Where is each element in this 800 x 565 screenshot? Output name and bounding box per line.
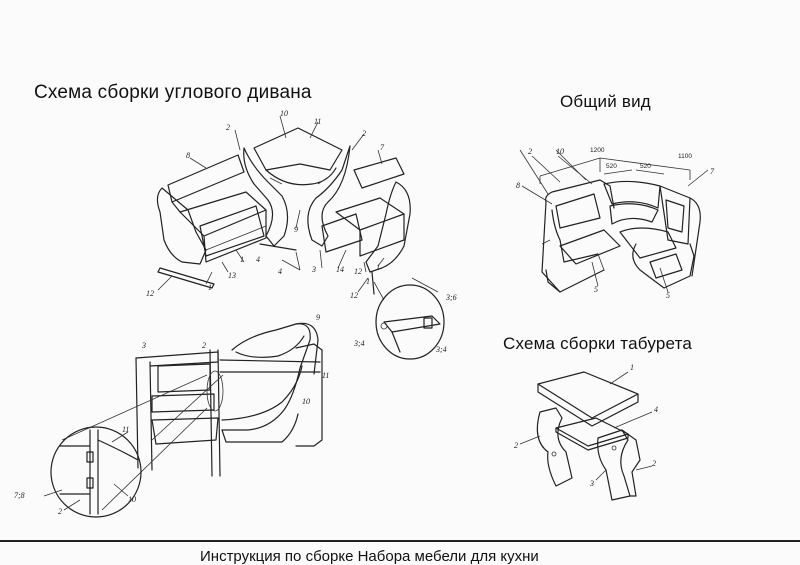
dimension-label: 1200 [590,147,605,154]
callout: 2 [652,459,656,468]
corner-sofa-outline [541,179,701,293]
page-footer-text: Инструкция по сборке Набора мебели для к… [200,548,539,565]
callout: 13 [228,271,236,280]
callout: 3 [311,265,316,274]
callout: 4 [256,255,260,264]
callout: 3;4 [435,345,447,354]
callout: 12 [354,267,362,276]
callout: 11 [322,371,329,380]
callout: 5 [594,285,598,294]
general-leaders [521,155,709,293]
stool-labels: 1 4 2 2 3 [514,363,658,488]
right-backrest-panel [353,157,405,189]
stool-seat-top [537,371,639,419]
callout: 2 [226,123,230,132]
callout: 1 [630,363,634,372]
bottom-slats [157,243,375,295]
stool-right-leg [597,429,631,501]
dimension-label: 1100 [678,153,692,160]
callout: 7;8 [14,491,25,500]
connector-detail-inset [373,277,445,360]
center-corner-back [253,127,343,186]
callout: 8 [186,151,190,160]
left-seat-box [179,191,267,263]
assembly-detail-labels: 3 2 9 11 10 11 7;8 2 10 [14,313,329,516]
sofa-exploded-diagram [156,115,411,295]
general-view-labels: 1200 1100 520 520 2 10 8 7 5 5 [516,147,715,300]
callout: 3;6 [445,293,457,302]
callout: 3;4 [353,339,365,348]
callout: 14 [336,265,344,274]
callout: 1 [376,263,380,272]
right-front-panel [321,213,363,253]
stool-left-leg [536,407,573,487]
dimension-label: 520 [606,163,617,170]
dimension-lines [519,149,691,195]
callout: 3 [589,479,594,488]
callout: 2 [514,441,518,450]
callout: 10 [302,397,310,406]
callout: 12 [146,289,154,298]
right-seat-box [335,197,405,257]
callout: 8 [516,181,520,190]
callout: 9 [294,225,298,234]
left-backrest-panel [167,154,245,213]
callout: 11 [122,425,129,434]
callout: 2 [362,129,366,138]
center-right-leg [307,145,351,247]
callout: 11 [314,117,321,126]
callout: 1 [208,283,212,292]
callout: 10 [280,109,288,118]
left-front-panel [199,205,265,257]
callout: 7 [710,167,715,176]
callout: 12 [350,291,358,300]
stool-diagram [519,371,653,501]
sofa-callout-labels: 10 11 2 2 8 7 9 1 12 3 4 4 1 13 14 12 1 … [146,109,385,300]
right-side-panel [365,181,411,273]
callout: 9 [316,313,320,322]
general-view-title: Общий вид [560,92,651,111]
main-diagram-title: Схема сборки углового дивана [34,82,312,103]
callout: 4 [278,267,282,276]
stool-diagram-title: Схема сборки табурета [503,334,693,353]
callout: 10 [128,495,136,504]
leader-lines [157,115,385,293]
callout: 2 [528,147,532,156]
corner-detail-magnifier [43,374,224,518]
corner-assembly-detail [135,322,323,477]
dimension-label: 520 [640,163,651,170]
connector-detail-labels: 3;6 3;4 3;4 [353,293,457,354]
callout: 5 [666,291,670,300]
general-view-drawing [519,149,709,293]
callout: 1 [240,255,244,264]
callout: 3 [141,341,146,350]
footer-rule [0,540,800,542]
callout: 10 [556,147,564,156]
callout: 2 [58,507,62,516]
left-side-panel [156,187,207,265]
callout: 7 [380,143,385,152]
callout: 2 [202,341,206,350]
callout: 1 [366,277,370,286]
callout: 4 [654,405,658,414]
